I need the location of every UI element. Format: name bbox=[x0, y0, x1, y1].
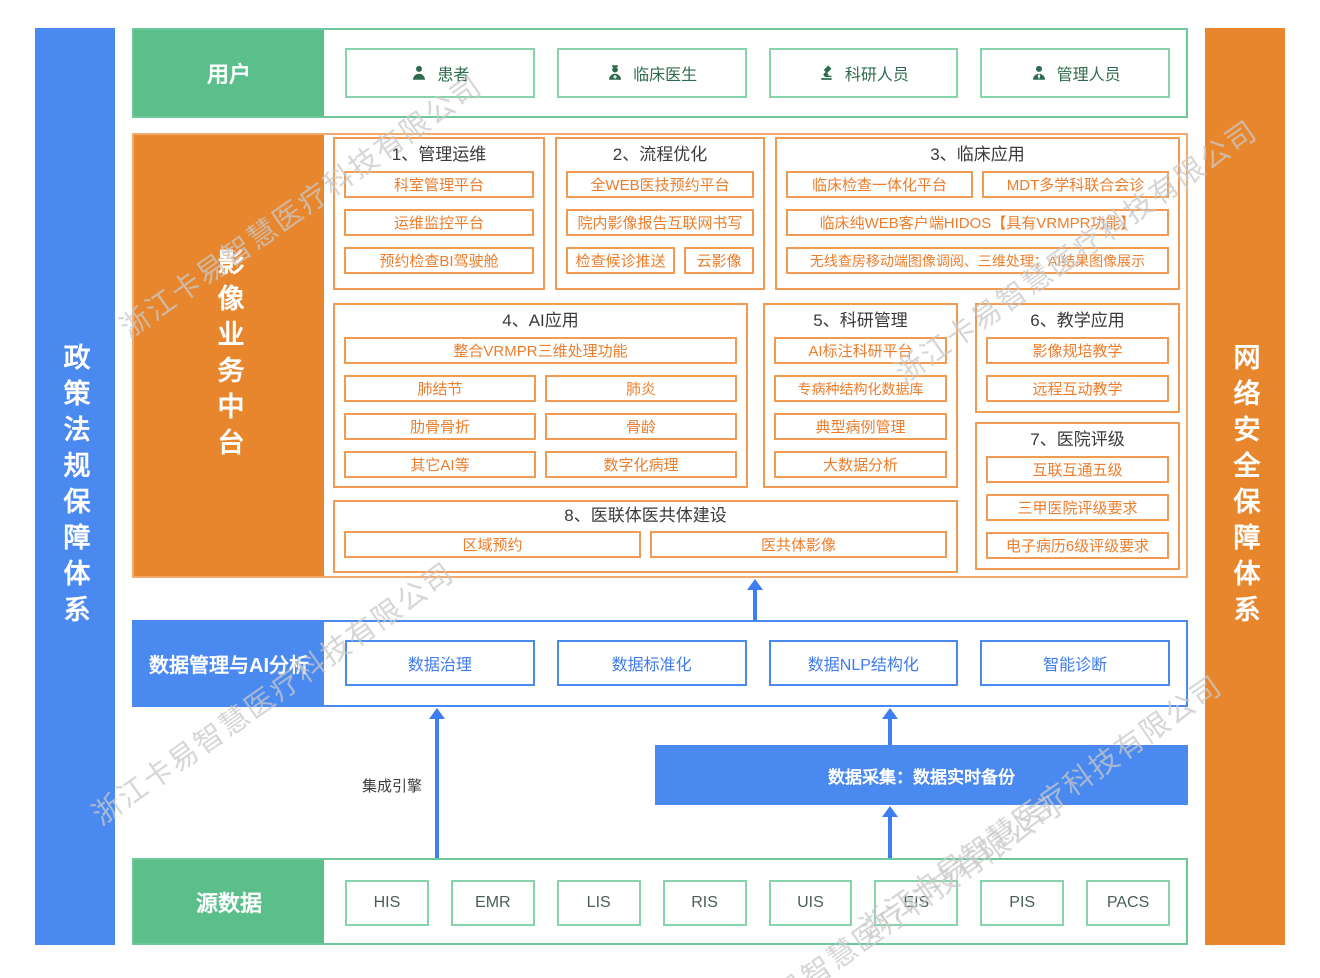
source-item-ris: RIS bbox=[662, 880, 747, 926]
section-item: 整合VRMPR三维处理功能 bbox=[344, 337, 737, 364]
source-item-pacs: PACS bbox=[1086, 880, 1170, 926]
section-title: 7、医院评级 bbox=[1030, 430, 1125, 449]
collection-arrow-top-icon bbox=[882, 708, 898, 745]
section-item: 院内影像报告互联网书写 bbox=[566, 209, 754, 236]
section-item: 影像规培教学 bbox=[986, 337, 1169, 364]
user-item-patient: 患者 bbox=[345, 48, 535, 98]
section-item: 肺结节 bbox=[344, 375, 536, 402]
section-item: 无线查房移动端图像调阅、三维处理；AI结果图像展示 bbox=[786, 247, 1169, 274]
user-item-clinician: 临床医生 bbox=[556, 48, 747, 98]
section-item: MDT多学科联合会诊 bbox=[982, 171, 1169, 198]
section-medical-alliance: 8、医联体医共体建设 区域预约 医共体影像 bbox=[333, 500, 958, 573]
section-research-management: 5、科研管理 AI标注科研平台 专病种结构化数据库 典型病例管理 大数据分析 bbox=[763, 303, 958, 488]
section-title: 2、流程优化 bbox=[612, 145, 708, 164]
section-item: 典型病例管理 bbox=[774, 413, 947, 440]
source-item-eis: EIS bbox=[874, 880, 959, 926]
integration-engine-label: 集成引擎 bbox=[362, 778, 423, 795]
collection-arrow-bottom-icon bbox=[882, 806, 898, 858]
section-item: 临床检查一体化平台 bbox=[786, 171, 973, 198]
policy-regulation-label: 政策法规保障体系 bbox=[59, 342, 90, 631]
section-item: 其它AI等 bbox=[344, 451, 536, 478]
platform-arrow-up-icon bbox=[747, 579, 763, 620]
section-item: 数字化病理 bbox=[545, 451, 737, 478]
section-title: 1、管理运维 bbox=[391, 145, 487, 164]
source-data-row: 源数据 bbox=[132, 858, 1188, 945]
manager-icon bbox=[1030, 64, 1048, 82]
source-item-pis: PIS bbox=[980, 880, 1065, 926]
section-item: 科室管理平台 bbox=[344, 171, 534, 198]
source-item-lis: LIS bbox=[556, 880, 641, 926]
user-item-label: 临床医生 bbox=[633, 67, 698, 84]
data-collection-label: 数据采集：数据实时备份 bbox=[828, 767, 1015, 787]
section-item: 远程互动教学 bbox=[986, 375, 1169, 402]
source-strip: HIS EMR LIS RIS UIS EIS PIS PACS bbox=[345, 880, 1170, 926]
section-item: 临床纯WEB客户端HIDOS【具有VRMPR功能】 bbox=[786, 209, 1169, 236]
section-item: 电子病历6级评级要求 bbox=[986, 532, 1169, 559]
section-item: 检查候诊推送 bbox=[566, 247, 676, 274]
section-item: 肋骨骨折 bbox=[344, 413, 536, 440]
source-item-emr: EMR bbox=[450, 880, 535, 926]
section-item: 全WEB医技预约平台 bbox=[566, 171, 754, 198]
section-item: 运维监控平台 bbox=[344, 209, 534, 236]
section-process-optimization: 2、流程优化 全WEB医技预约平台 院内影像报告互联网书写 检查候诊推送 云影像 bbox=[555, 137, 765, 290]
section-title: 5、科研管理 bbox=[813, 311, 908, 330]
user-item-label: 科研人员 bbox=[844, 67, 909, 84]
data-collection-bar: 数据采集：数据实时备份 bbox=[655, 745, 1188, 805]
section-item: AI标注科研平台 bbox=[774, 337, 947, 364]
data-mgmt-item: 智能诊断 bbox=[980, 640, 1170, 686]
section-teaching-application: 6、教学应用 影像规培教学 远程互动教学 bbox=[975, 303, 1180, 413]
section-item: 三甲医院评级要求 bbox=[986, 494, 1169, 521]
section-clinical-application: 3、临床应用 临床检查一体化平台 MDT多学科联合会诊 临床纯WEB客户端HID… bbox=[775, 137, 1180, 290]
patient-icon bbox=[410, 64, 428, 82]
doctor-icon bbox=[606, 64, 624, 82]
users-row-label: 用户 bbox=[134, 30, 324, 116]
section-item: 专病种结构化数据库 bbox=[774, 375, 947, 402]
network-security-bar: 网络安全保障体系 bbox=[1205, 28, 1285, 945]
imaging-platform-label: 影像业务中台 bbox=[213, 247, 244, 464]
data-mgmt-label: 数据管理与AI分析 bbox=[134, 622, 324, 705]
section-item: 区域预约 bbox=[344, 531, 641, 558]
user-item-label: 管理人员 bbox=[1056, 67, 1121, 84]
network-security-label: 网络安全保障体系 bbox=[1229, 342, 1260, 631]
section-item: 互联互通五级 bbox=[986, 456, 1169, 483]
source-data-label: 源数据 bbox=[134, 860, 324, 943]
section-item: 肺炎 bbox=[545, 375, 737, 402]
data-mgmt-item: 数据NLP结构化 bbox=[768, 640, 959, 686]
section-management-ops: 1、管理运维 科室管理平台 运维监控平台 预约检查BI驾驶舱 bbox=[333, 137, 545, 290]
user-item-label: 患者 bbox=[437, 67, 470, 84]
section-title: 8、医联体医共体建设 bbox=[564, 506, 727, 525]
source-item-uis: UIS bbox=[768, 880, 853, 926]
section-item: 医共体影像 bbox=[650, 531, 947, 558]
section-item: 预约检查BI驾驶舱 bbox=[344, 247, 534, 274]
user-item-manager: 管理人员 bbox=[980, 48, 1170, 98]
section-item: 云影像 bbox=[684, 247, 754, 274]
user-item-researcher: 科研人员 bbox=[768, 48, 959, 98]
policy-regulation-bar: 政策法规保障体系 bbox=[35, 28, 115, 945]
section-hospital-rating: 7、医院评级 互联互通五级 三甲医院评级要求 电子病历6级评级要求 bbox=[975, 422, 1180, 570]
data-mgmt-item: 数据标准化 bbox=[556, 640, 747, 686]
users-strip: 患者 临床医生 科研人员 管理人员 bbox=[345, 48, 1170, 98]
section-ai-application: 4、AI应用 整合VRMPR三维处理功能 肺结节 肺炎 肋骨骨折 骨龄 其它AI… bbox=[333, 303, 748, 488]
data-mgmt-item: 数据治理 bbox=[345, 640, 535, 686]
section-title: 3、临床应用 bbox=[930, 145, 1025, 164]
imaging-platform-label-block: 影像业务中台 bbox=[134, 135, 324, 576]
section-title: 4、AI应用 bbox=[502, 311, 579, 330]
section-item: 骨龄 bbox=[545, 413, 737, 440]
section-item: 大数据分析 bbox=[774, 451, 947, 478]
microscope-icon bbox=[818, 64, 836, 82]
section-title: 6、教学应用 bbox=[1030, 311, 1125, 330]
integration-arrow-up-icon bbox=[429, 708, 445, 858]
data-mgmt-strip: 数据治理 数据标准化 数据NLP结构化 智能诊断 bbox=[345, 640, 1170, 686]
source-item-his: HIS bbox=[345, 880, 429, 926]
